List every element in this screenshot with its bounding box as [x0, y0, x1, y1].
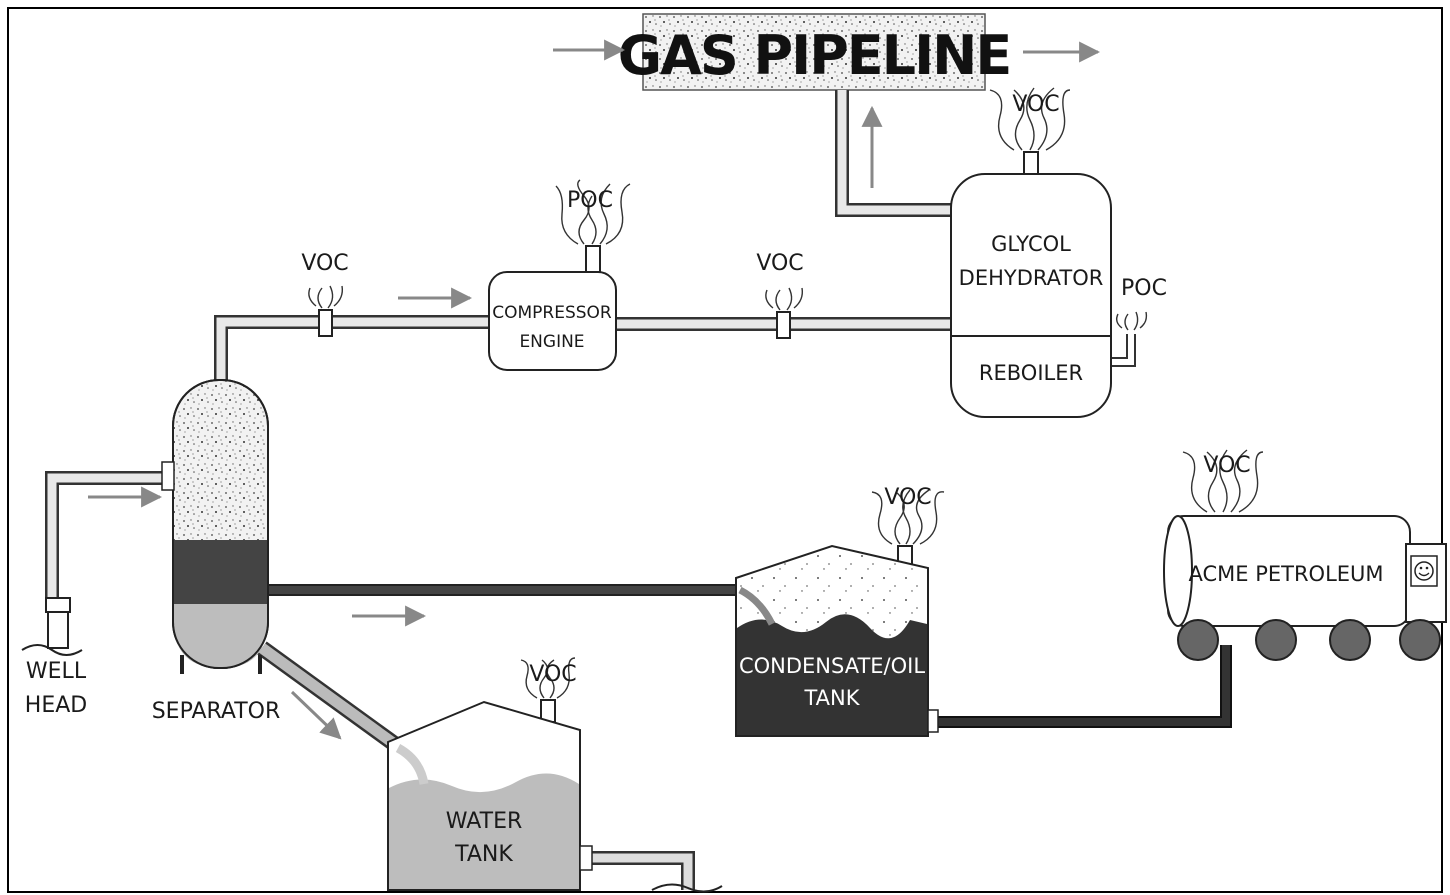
voc-label-truck: VOC [1203, 453, 1250, 478]
emission-wisp-icon [577, 179, 590, 245]
condensate-tank-label-line1: CONDENSATE/OIL [739, 654, 925, 678]
compressor-label-line2: ENGINE [519, 332, 584, 352]
emission-wisp-icon [317, 287, 323, 309]
poc-label-reboiler: POC [1121, 276, 1167, 301]
emission-wisp-icon [793, 287, 804, 309]
emission-wisp-icon [871, 491, 893, 545]
voc-label-dehydrator: VOC [1012, 92, 1059, 117]
valve-icon [776, 311, 791, 339]
wheel-icon [1399, 619, 1441, 661]
emission-wisp-icon [1115, 313, 1123, 329]
voc-label-condensate-tank: VOC [884, 485, 931, 510]
emission-wisp-icon [1182, 451, 1208, 513]
emission-wisp-icon [327, 285, 334, 309]
emission-wisp-icon [1026, 87, 1035, 151]
emission-wisp-icon [546, 659, 555, 699]
emission-wisp-icon [587, 195, 597, 245]
gas-pipeline: GAS PIPELINE [618, 13, 1012, 91]
emission-wisp-icon [912, 489, 930, 545]
well-head-label-line2: HEAD [25, 693, 87, 718]
emission-wisp-icon [520, 659, 538, 699]
emission-wisp-icon [902, 489, 911, 545]
compressor-label-line1: COMPRESSOR [492, 303, 612, 323]
compressor-engine: COMPRESSOR ENGINE [488, 245, 617, 371]
emission-wisp-icon [556, 657, 576, 699]
emission-wisp-icon [1045, 89, 1071, 151]
dehydrator-label-line2: DEHYDRATOR [959, 266, 1104, 290]
emission-wisp-icon [786, 287, 793, 311]
emission-wisp-icon [919, 491, 945, 545]
voc-label-water-tank: VOC [529, 662, 576, 687]
emission-wisp-icon [333, 285, 344, 307]
smiley-face-icon [1414, 561, 1434, 581]
emission-wisp-icon [1139, 311, 1148, 329]
separator-label: SEPARATOR [152, 699, 281, 724]
emission-wisp-icon [1206, 451, 1218, 513]
emission-wisp-icon [599, 183, 611, 245]
water-tank-label-line1: WATER [446, 809, 523, 834]
separator: SEPARATOR [152, 379, 281, 724]
emission-wisp-icon [1133, 311, 1139, 331]
emission-wisp-icon [308, 287, 317, 307]
glycol-dehydrator: GLYCOL DEHYDRATOR REBOILER [950, 151, 1112, 418]
water-tank-label-line2: TANK [454, 842, 513, 867]
condensate-oil-tank: CONDENSATE/OIL TANK [735, 544, 939, 737]
water-tank: WATER TANK [387, 699, 593, 891]
reboiler-label: REBOILER [979, 361, 1083, 385]
wheel-icon [1177, 619, 1219, 661]
emission-wisp-icon [1219, 449, 1228, 513]
emission-wisp-icon [775, 289, 781, 311]
emission-wisp-icon [989, 89, 1015, 151]
wheel-icon [1329, 619, 1371, 661]
well-head-label-line1: WELL [26, 659, 87, 684]
acme-petroleum-tanker: ACME PETROLEUM [1163, 515, 1447, 661]
flow-arrow-icon [290, 690, 342, 740]
emission-wisp-icon [1238, 451, 1264, 513]
emission-wisp-icon [765, 289, 774, 309]
wheel-icon [1255, 619, 1297, 661]
emission-wisp-icon [605, 183, 631, 245]
voc-label-gas-line-left: VOC [301, 251, 348, 276]
condensate-tank-label-line2: TANK [803, 686, 860, 710]
emission-wisp-icon [555, 185, 579, 245]
voc-label-gas-line-right: VOC [756, 251, 803, 276]
emission-plumes [308, 87, 1264, 699]
valve-icon [318, 309, 333, 337]
emission-wisp-icon [1124, 313, 1129, 331]
emission-wisp-icon [894, 491, 905, 545]
liquid-lines [257, 584, 1232, 890]
discharge-ground-icon [651, 883, 723, 893]
diagram-border [7, 7, 1443, 893]
emission-wisp-icon [539, 659, 549, 699]
well-head: WELL HEAD [21, 597, 87, 718]
truck-label: ACME PETROLEUM [1188, 562, 1383, 586]
emission-wisp-icon [1230, 449, 1248, 513]
poc-label-compressor: POC [567, 188, 613, 213]
emission-wisp-icon [1013, 89, 1025, 151]
emission-wisp-icon [1037, 87, 1055, 151]
dehydrator-label-line1: GLYCOL [991, 232, 1071, 256]
gas-pipeline-label: GAS PIPELINE [618, 24, 1011, 87]
